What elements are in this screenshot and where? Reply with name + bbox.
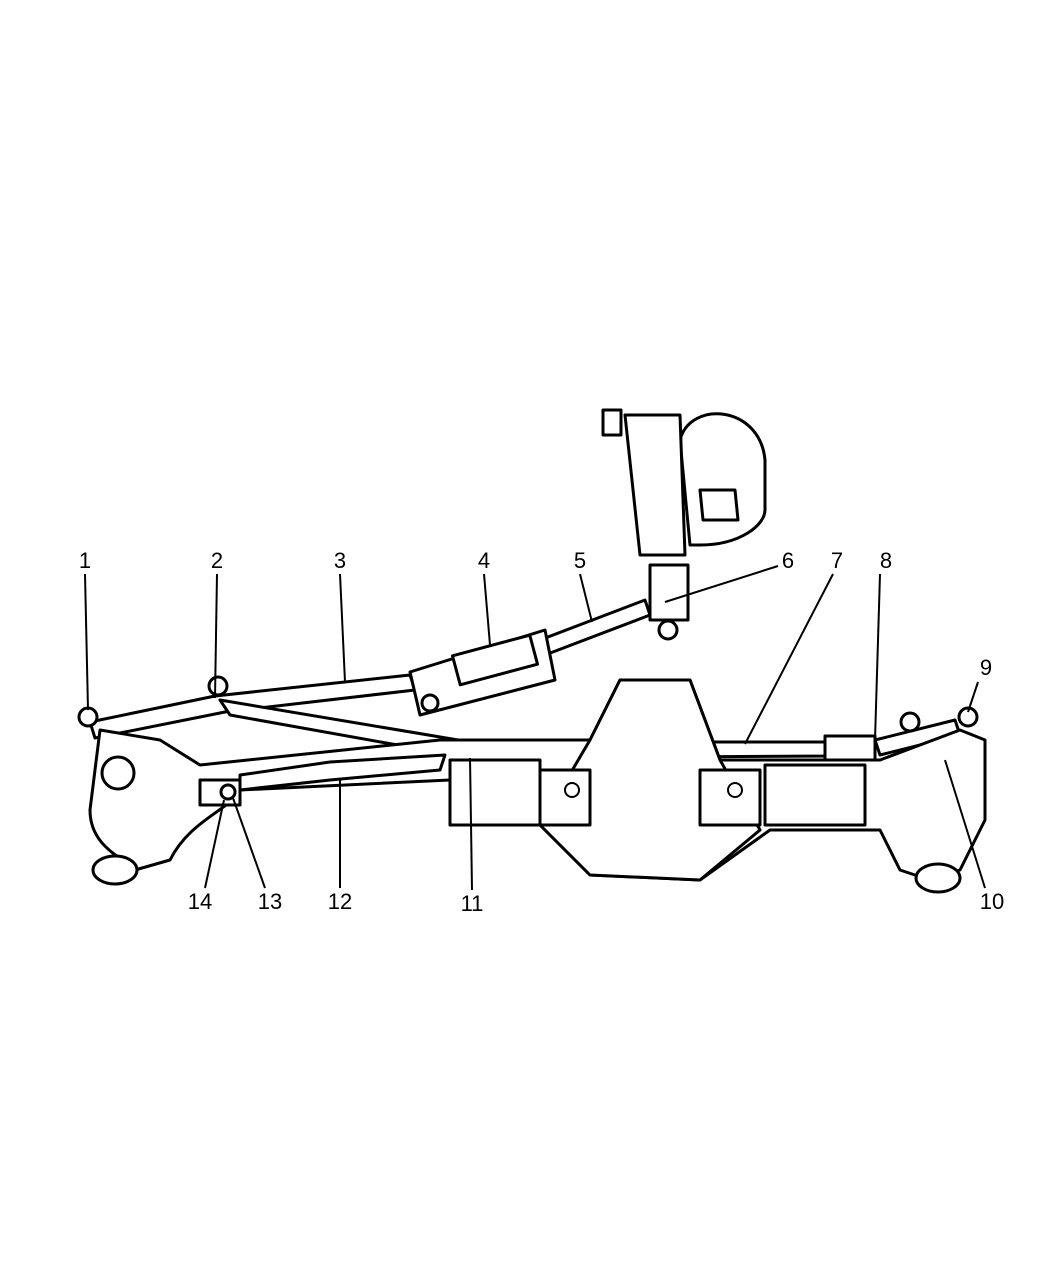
callout-3: 3 [333,548,347,573]
callout-12: 12 [327,889,353,914]
callout-8: 8 [879,548,893,573]
callout-10: 10 [979,889,1005,914]
callout-14: 14 [187,889,213,914]
callout-9: 9 [979,655,993,680]
callout-6: 6 [781,548,795,573]
callout-4: 4 [477,548,491,573]
callout-13: 13 [257,889,283,914]
steering-gear [601,408,767,641]
axle-housing [77,678,987,894]
callout-1: 1 [78,548,92,573]
callout-5: 5 [573,548,587,573]
leader-lines [84,565,986,891]
callout-2: 2 [210,548,224,573]
drag-link-and-damper [88,598,652,740]
callout-11: 11 [460,891,484,916]
callout-7: 7 [830,548,844,573]
